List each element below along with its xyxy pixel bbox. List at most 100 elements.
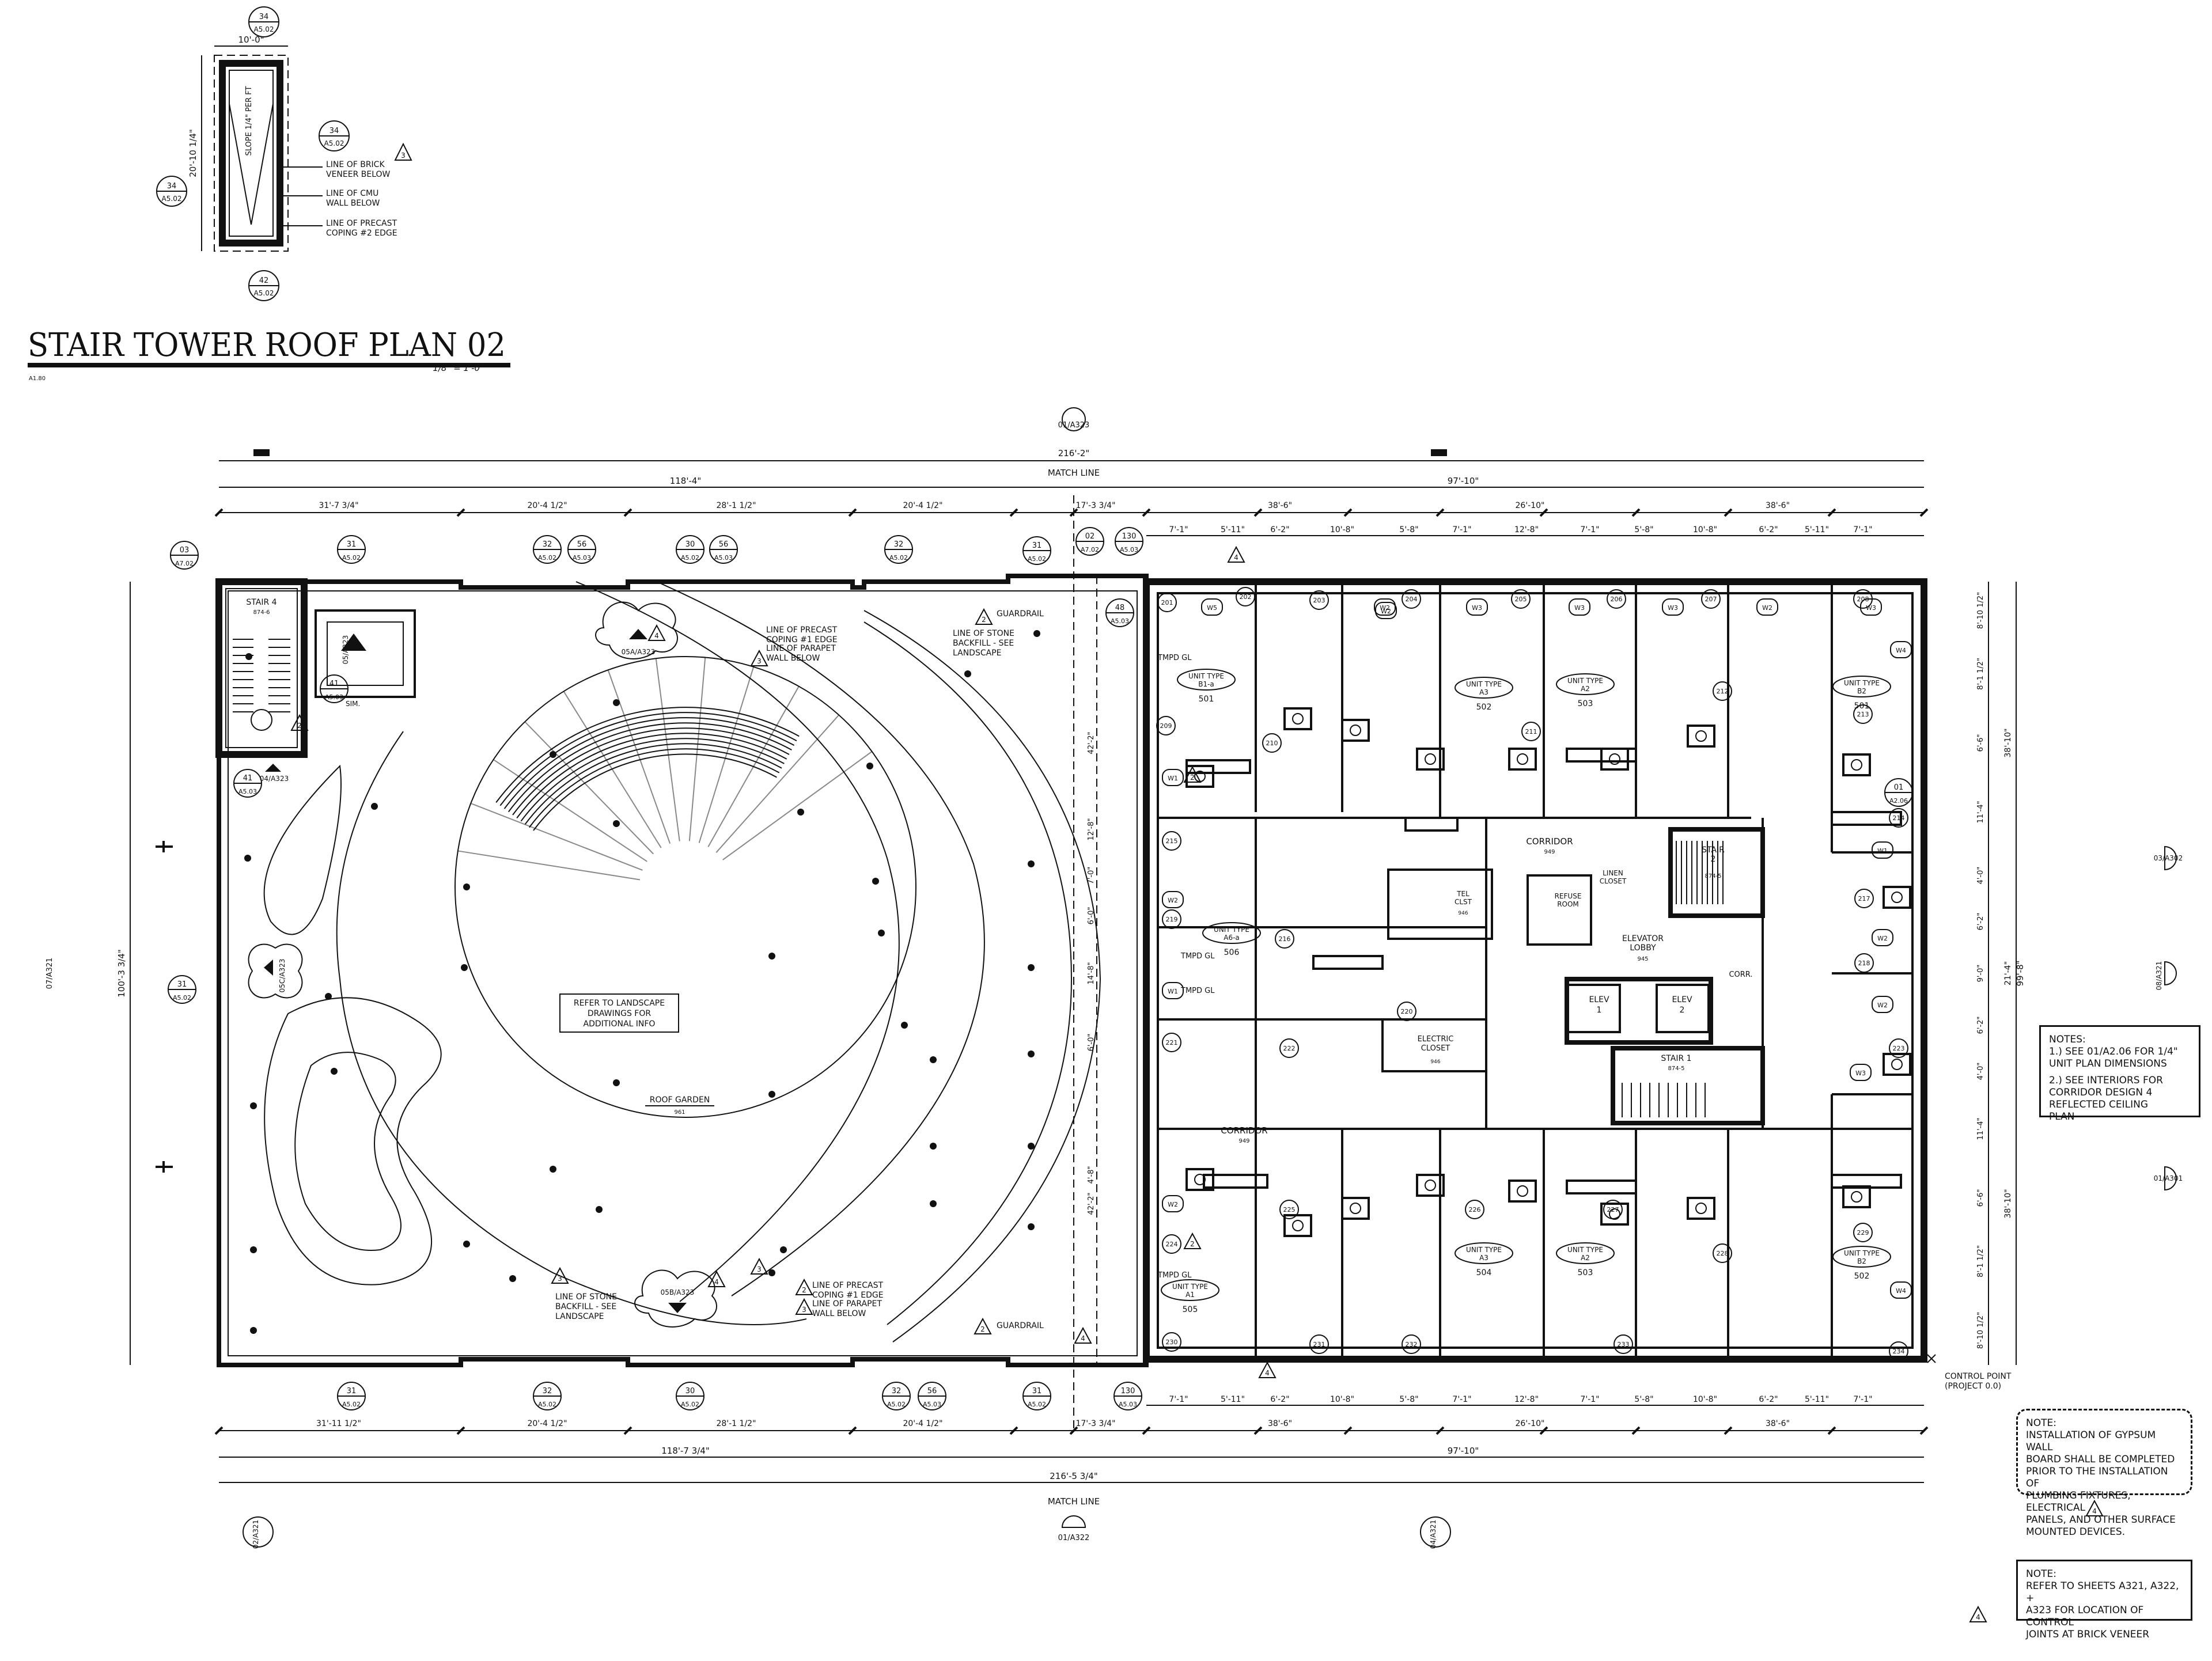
unit-type-label: UNIT TYPE: [1188, 672, 1224, 680]
room-number: 209: [1160, 722, 1172, 730]
dimension-segment: 38'-6": [1268, 1419, 1292, 1428]
dimension-segment: 10'-8": [1330, 1395, 1354, 1404]
room-number-tag: [1162, 1234, 1181, 1254]
roof-tag-top-sheet: A5.02: [342, 554, 361, 562]
planter-dot: [866, 763, 873, 769]
room-number: 228: [1717, 1250, 1729, 1257]
dimension-segment: 7'-1": [1853, 525, 1872, 534]
room-number-tag: [1162, 1332, 1181, 1352]
amphitheater-arc: [528, 748, 780, 828]
planter-dot: [461, 964, 468, 971]
planter-dot: [930, 1056, 937, 1063]
room-number-tag: [1402, 589, 1421, 609]
garden-ray: [715, 714, 839, 853]
stair-tower-right-tag-num: 34: [329, 127, 339, 135]
tmpd-label-1: TMPD GL: [1157, 654, 1192, 662]
roof-tag-top-sheet: A7.02: [1081, 546, 1099, 553]
sink-fixture: [1891, 892, 1903, 903]
dimension-segment: 28'-1 1/2": [716, 501, 756, 510]
unit-number: 502: [1476, 703, 1492, 712]
window-tag: [1872, 841, 1893, 859]
revision-triangle: [707, 1270, 726, 1287]
planter-dot: [463, 1241, 470, 1247]
roof-tag-bottom-num: 31: [347, 1387, 357, 1395]
dimension-tick: [1142, 1426, 1151, 1435]
stair-tower-bottom-tag-sheet: A5.02: [254, 289, 274, 297]
center-dimension: 42'-2": [1087, 731, 1096, 754]
dimension-tick: [848, 1426, 857, 1435]
stair-4-code: 874-6: [253, 609, 270, 616]
kitchen-counter: [1831, 1174, 1902, 1189]
unit-type-label: UNIT TYPE: [1567, 677, 1603, 685]
section-ref-04: 04/A323: [260, 775, 289, 783]
stair-4: STAIR 4 874-6: [215, 578, 308, 758]
planter-dot: [613, 1079, 620, 1086]
garden-ray: [655, 658, 680, 841]
drawing-scale: 1/8" = 1'-0": [433, 363, 484, 373]
note-gypsum-box: NOTE: INSTALLATION OF GYPSUM WALL BOARD …: [2016, 1409, 2192, 1538]
roof-tag-stair4-sheet: A5.03: [238, 788, 257, 795]
room-number: 212: [1717, 688, 1729, 695]
bath-fixture: [1883, 1053, 1911, 1076]
dimension-segment: 5'-11": [1805, 525, 1829, 534]
note-revision-triangle: [1969, 1605, 1987, 1622]
elevator-lobby-code: 945: [1637, 956, 1648, 962]
planter-dot: [596, 1206, 603, 1213]
dimension-tick: [1009, 1426, 1018, 1435]
planter-dot: [550, 1166, 556, 1173]
dimension-segment: 12'-8": [1514, 525, 1539, 534]
bath-fixture: [1883, 886, 1911, 909]
dimension-segment: 20'-4 1/2": [527, 501, 567, 510]
roof-tag-unit-plan-sheet: A2.06: [1889, 797, 1908, 805]
garden-ray: [470, 802, 643, 871]
bottom-left-total-dim: 118'-7 3/4": [661, 1446, 710, 1456]
room-number: 215: [1166, 837, 1178, 845]
unit-number: 503: [1578, 1268, 1593, 1277]
planter-dot: [878, 930, 885, 936]
dimension-segment: 28'-1 1/2": [716, 1419, 756, 1428]
unit-number: 501: [1854, 701, 1870, 711]
planter-dot: [1028, 1051, 1035, 1057]
roof-tag-sim-num: 41: [329, 680, 339, 688]
dimension-tick: [1539, 1426, 1548, 1435]
roof-tag-top-sheet: A5.03: [1120, 546, 1138, 553]
room-number: 224: [1166, 1241, 1178, 1248]
unit-number: 502: [1854, 1272, 1870, 1281]
right-dimension-segment: 8'-10 1/2": [1976, 592, 1985, 629]
dimension-tick: [1253, 508, 1263, 517]
revision-triangle: [1227, 545, 1245, 563]
room-number-tag: [1279, 1200, 1299, 1219]
room-number: 217: [1858, 895, 1870, 902]
room-number-tag: [1511, 589, 1531, 609]
roof-tag-bottom-num: 130: [1121, 1387, 1135, 1395]
room-number-tag: [1465, 1200, 1484, 1219]
dimension-segment: 20'-4 1/2": [903, 1419, 942, 1428]
dimension-segment: 7'-1": [1452, 1395, 1471, 1404]
room-number: 201: [1161, 599, 1173, 606]
revision-triangle: [290, 714, 309, 731]
window-tag-label: W3: [1866, 604, 1876, 612]
dimension-tick: [1069, 1426, 1078, 1435]
planter-dot: [613, 820, 620, 827]
room-number-tag: [1607, 589, 1626, 609]
section-ref-05a: 05A/A323: [622, 648, 656, 656]
sink-fixture: [1891, 1059, 1903, 1070]
roof-tag-top-num: 56: [719, 540, 729, 549]
room-number: 206: [1611, 596, 1623, 603]
room-number-tag: [1275, 929, 1294, 949]
dimension-tick: [1435, 1426, 1445, 1435]
window-tag: [1872, 996, 1893, 1013]
dimension-tick: [623, 508, 632, 517]
right-group-dim-1: 38'-10": [2003, 729, 2013, 758]
roof-tag-top-sheet: A5.03: [714, 554, 733, 562]
revision-number: 4: [1265, 1369, 1270, 1377]
garden-ray: [688, 657, 706, 841]
